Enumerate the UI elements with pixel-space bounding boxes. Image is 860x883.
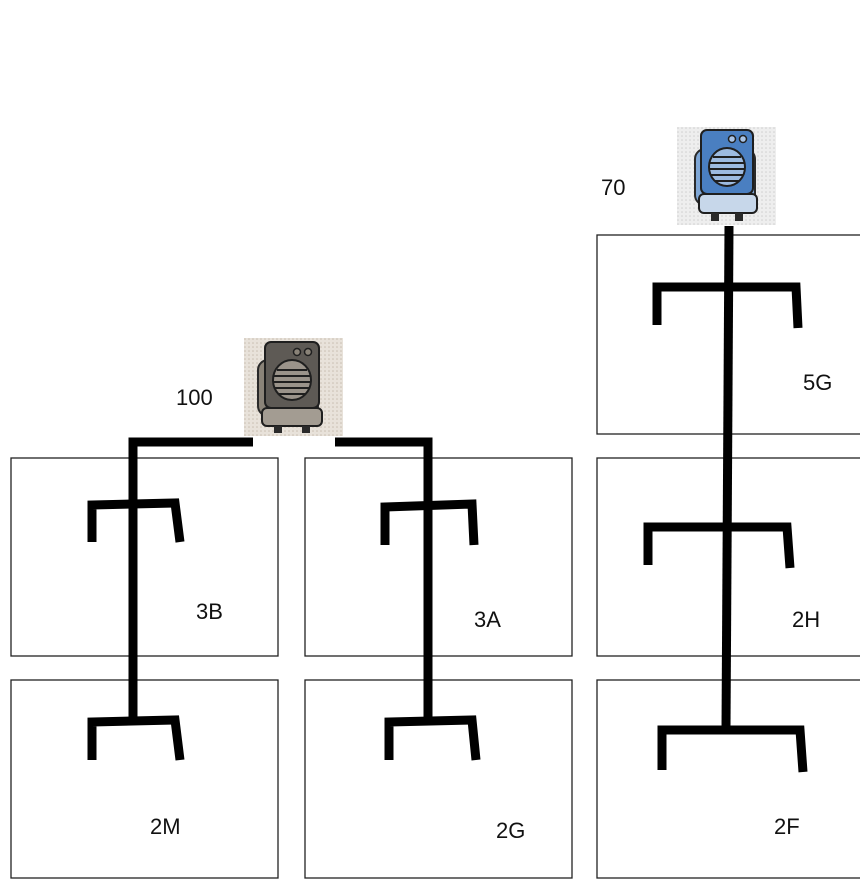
room-label-2g: 2G [496, 818, 525, 843]
duct-outlet-2f [657, 725, 808, 773]
room-label-3b: 3B [196, 599, 223, 624]
duct-outlet-3b [87, 498, 185, 543]
room-3a [304, 457, 573, 657]
room-2g [304, 679, 573, 879]
unit-capacity-label-right: 70 [601, 175, 625, 200]
duct-outlet-2m [87, 715, 185, 761]
duct-main-left-branch [128, 437, 253, 720]
room-label-2h: 2H [792, 607, 820, 632]
duct-system-right [643, 225, 808, 773]
duct-outlet-2h [643, 522, 795, 569]
duct-outlet-2g [384, 715, 481, 761]
duct-main-vertical [721, 225, 734, 729]
room-label-3a: 3A [474, 607, 501, 632]
duct-outlet-3a [380, 499, 479, 546]
room-label-5g: 5G [803, 370, 832, 395]
unit-capacity-label-left: 100 [176, 385, 213, 410]
room-3b [10, 457, 279, 657]
room-label-2f: 2F [774, 814, 800, 839]
air-cooler-icon [244, 338, 343, 436]
room-2m [10, 679, 279, 879]
duct-outlet-5g [652, 282, 803, 329]
duct-system-left [87, 437, 481, 761]
air-cooler-icon [677, 127, 776, 225]
room-label-2m: 2M [150, 814, 181, 839]
duct-main-right-branch [335, 437, 433, 720]
